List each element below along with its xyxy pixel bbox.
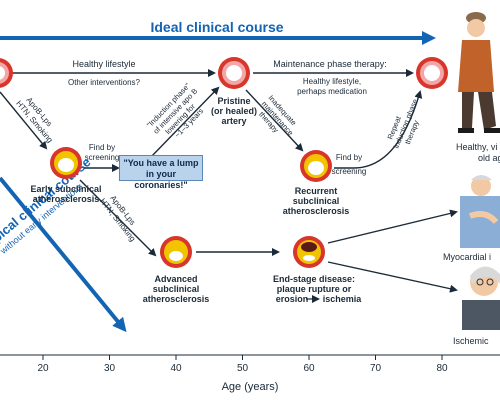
artery-advanced-icon [160, 236, 192, 268]
maintenance-title: Maintenance phase therapy: [273, 59, 387, 69]
other-interventions-label: Other interventions? [68, 78, 141, 87]
mi-arrow [327, 209, 458, 244]
outcome-ischemic: Ischemic [453, 336, 489, 346]
advanced-label-3: atherosclerosis [143, 294, 210, 304]
age-tick-label: 40 [170, 363, 182, 374]
lump-callout: "You have a lump in your coronaries!" [119, 155, 203, 190]
outcome-healthy-2: old ag [478, 153, 500, 163]
ischemic-arrow [327, 261, 458, 293]
artery-early-icon [50, 147, 82, 179]
callout-line-2: in your coronaries!" [134, 169, 188, 190]
early-label-2: atherosclerosis [33, 194, 100, 204]
healthy-old-person-icon [458, 12, 500, 133]
advanced-label-1: Advanced [154, 274, 197, 284]
age-tick-label: 60 [303, 363, 315, 374]
age-tick-label: 20 [37, 363, 49, 374]
healthy-lifestyle-label: Healthy lifestyle [72, 59, 135, 69]
induction-arrow [149, 86, 220, 159]
repeat-induction-arrow [334, 90, 423, 169]
age-tick-label: 80 [436, 363, 448, 374]
maintenance-sub2: perhaps medication [297, 87, 367, 96]
early-label-1: Early subclinical [30, 184, 101, 194]
artery-recurrent-icon [300, 150, 332, 182]
find-screening-label-3: Find by [336, 153, 362, 162]
age-tick-label: 70 [370, 363, 382, 374]
age-tick-label: 50 [237, 363, 249, 374]
recurrent-label-1: Recurrent [295, 186, 338, 196]
ischemic-patient-icon [462, 266, 500, 330]
artery-endstage-icon [293, 236, 325, 268]
pristine-label-1: Pristine [217, 96, 250, 106]
age-axis-ticks: 20 30 40 50 60 70 80 [37, 355, 448, 374]
find-screening-label-4: screening [332, 167, 367, 176]
recurrent-label-3: atherosclerosis [283, 206, 350, 216]
advanced-label-2: subclinical [153, 284, 200, 294]
recurrent-label-2: subclinical [293, 196, 340, 206]
age-axis-label: Age (years) [222, 381, 279, 393]
artery-partial-left [0, 58, 13, 88]
endstage-label-2: plaque rupture or [277, 284, 352, 294]
mi-patient-icon [460, 175, 500, 248]
ideal-course-title: Ideal clinical course [150, 19, 283, 35]
find-screening-label-2: screening [85, 153, 120, 162]
age-tick-label: 30 [104, 363, 116, 374]
find-screening-label-1: Find by [89, 143, 115, 152]
pristine-label-3: artery [221, 116, 246, 126]
maintenance-sub1: Healthy lifestyle, [303, 77, 361, 86]
pristine-label-2: (or healed) [211, 106, 257, 116]
artery-maintained-icon [416, 57, 448, 89]
risk-arrow-mid [79, 179, 157, 257]
inadequate-arrow [245, 89, 304, 152]
callout-line-1: "You have a lump [123, 158, 199, 168]
endstage-label-1: End-stage disease: [273, 274, 355, 284]
endstage-label-3b: ischemia [323, 294, 363, 304]
risk-arrow-top [0, 91, 48, 150]
artery-pristine-icon [218, 57, 250, 89]
typical-course-arrow [0, 176, 127, 333]
endstage-label-3a: erosion [276, 294, 309, 304]
outcome-mi: Myocardial i [443, 252, 491, 262]
outcome-healthy-1: Healthy, vi [456, 142, 497, 152]
